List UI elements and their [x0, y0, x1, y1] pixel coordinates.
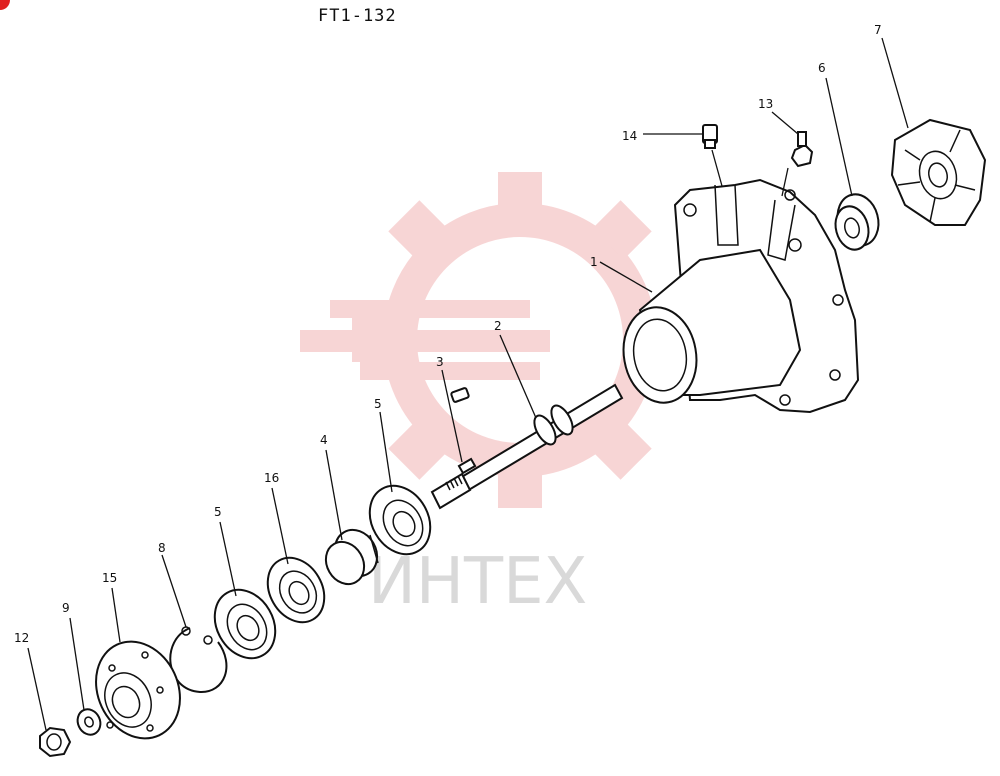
part-4-spacer [324, 528, 379, 586]
callout-4: 4 [320, 433, 328, 447]
callout-9: 9 [62, 601, 70, 615]
watermark-text: ИНТЕХ [368, 545, 587, 619]
callout-numbers: 1 2 3 4 5 5 6 7 8 9 12 13 14 15 16 [14, 23, 882, 645]
part-1-housing [622, 178, 860, 414]
part-3-key [450, 387, 470, 403]
part-16-bearing [266, 556, 326, 624]
callout-13: 13 [758, 97, 773, 111]
part-5-bearing-lower [213, 588, 277, 660]
red-corner-mark [0, 0, 10, 10]
part-8-snap-ring [169, 626, 228, 694]
part-14-plug [702, 124, 718, 149]
callout-6: 6 [818, 61, 826, 75]
callout-15: 15 [102, 571, 117, 585]
callout-16: 16 [264, 471, 279, 485]
part-2-shaft [430, 383, 624, 510]
callout-leaders [27, 37, 909, 731]
part-9-washer [76, 708, 102, 736]
callout-14: 14 [622, 129, 637, 143]
callout-12: 12 [14, 631, 29, 645]
part-6-bushing [834, 193, 880, 251]
callout-3: 3 [436, 355, 444, 369]
part-15-flange [95, 640, 181, 740]
callout-1: 1 [590, 255, 598, 269]
part-12-nut [39, 726, 72, 758]
callout-8: 8 [158, 541, 166, 555]
part-13-grease-fitting [790, 131, 814, 168]
diagram-title: FT1-132 [318, 6, 397, 26]
callout-2: 2 [494, 319, 502, 333]
callout-7: 7 [874, 23, 882, 37]
callout-5-lower: 5 [214, 505, 222, 519]
callout-5-upper: 5 [374, 397, 382, 411]
part-5-bearing-upper [368, 484, 432, 556]
part-7-impeller [890, 118, 987, 226]
